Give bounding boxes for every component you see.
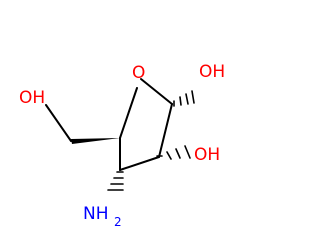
- wedge-bond-c4-ch2: [71, 138, 120, 144]
- bond-c1-c2: [158, 103, 173, 158]
- bond-c2-c3: [119, 156, 160, 171]
- molecule-structure: OH O OH OH NH 2: [19, 62, 225, 229]
- bond-ring-o-c1: [140, 78, 173, 105]
- bond-layer: [45, 78, 195, 191]
- hashed-bond-c2-oh: [156, 145, 191, 160]
- label-ring-oxygen: O: [132, 63, 145, 83]
- bond-ch2-oh: [45, 104, 72, 142]
- label-hydroxymethyl-oh: OH: [19, 88, 45, 108]
- hashed-bond-c1-oh: [173, 90, 195, 107]
- bond-c4-ring-o: [119, 87, 138, 139]
- label-amine-nh: NH: [83, 204, 109, 224]
- hashed-bond-c3-nh2: [107, 171, 124, 191]
- label-amine-subscript: 2: [114, 215, 122, 229]
- label-anomeric-oh: OH: [199, 62, 225, 82]
- label-c2-oh: OH: [194, 145, 220, 165]
- atom-labels: OH O OH OH NH 2: [19, 62, 225, 229]
